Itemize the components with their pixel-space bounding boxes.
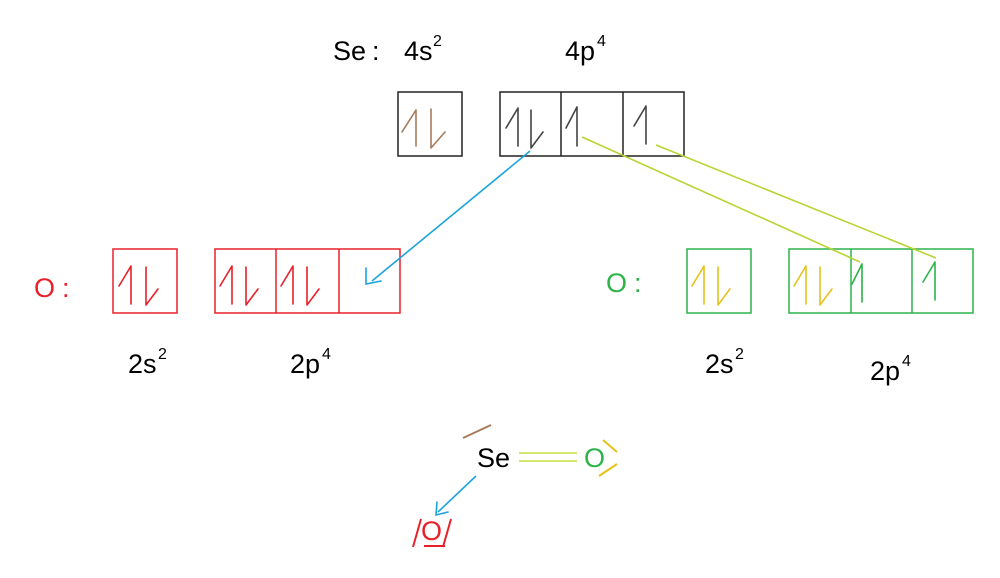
se-4p-superscript: 4 (597, 33, 606, 50)
o-right-2p-box2-up-electron (851, 263, 863, 303)
se-4p-label: 4p (565, 36, 595, 66)
o-right-2s-paired-electrons (691, 265, 731, 306)
o-right-2s-superscript: 2 (735, 346, 744, 363)
o-left-2s-label: 2s (128, 349, 157, 379)
se-lone-pair-line (462, 424, 492, 439)
o-right-separator: : (634, 268, 642, 298)
o-left-2p-superscript: 4 (322, 346, 331, 363)
se-4p-box3-up-electron (633, 105, 647, 145)
se-4s-label: 4s (404, 36, 433, 66)
oxygen-left: O : 2s 2 2p 4 (34, 248, 401, 379)
o-right-lone-pair-top (602, 439, 618, 453)
o-left-lone-pair-left (412, 518, 422, 548)
oxygen-right: O : 2s 2 2p 4 (606, 248, 974, 386)
molecule-o-left-symbol: O (421, 516, 442, 546)
o-left-2p-box2-paired-electrons (280, 265, 320, 306)
o-right-2p-boxes (788, 248, 974, 314)
o-left-separator: : (62, 273, 70, 303)
selenium-labels: Se : 4s 2 4p 4 (333, 33, 606, 66)
o-left-symbol: O (34, 273, 55, 303)
o-left-2p-box1-paired-electrons (219, 265, 259, 306)
o-right-2p-box1-paired-electrons (793, 265, 833, 306)
o-right-2p-superscript: 4 (902, 353, 911, 370)
o-left-2p-boxes (214, 248, 401, 314)
o-right-2p-label: 2p (870, 356, 900, 386)
o-left-2s-superscript: 2 (158, 346, 167, 363)
o-right-2s-box (686, 248, 752, 314)
se-symbol: Se (333, 36, 366, 66)
o-left-2s-paired-electrons (118, 265, 159, 306)
shared-electron-lines (581, 136, 937, 263)
o-right-lone-pair-bottom (598, 463, 618, 477)
o-left-2s-box (112, 248, 178, 314)
se-4p-box1-paired-electrons (505, 107, 544, 149)
dative-bond-arrow (437, 475, 477, 513)
se-4p-box2-up-electron (565, 106, 578, 147)
o-left-2p-label: 2p (290, 349, 320, 379)
o-right-2p-box3-up-electron (922, 261, 936, 301)
se-4p-boxes (499, 91, 685, 157)
molecule-structure: Se O O (412, 424, 618, 548)
molecule-se-symbol: Se (477, 443, 510, 473)
se-4s-box (397, 91, 463, 157)
o-right-2s-label: 2s (705, 349, 734, 379)
o-left-lone-pair-right (442, 518, 452, 548)
se-4s-superscript: 2 (433, 33, 442, 50)
dative-arrow (365, 150, 531, 285)
se-separator: : (372, 36, 380, 66)
se-4s-paired-electrons (401, 108, 446, 149)
molecule-o-right-symbol: O (584, 443, 605, 473)
o-right-symbol: O (606, 268, 627, 298)
